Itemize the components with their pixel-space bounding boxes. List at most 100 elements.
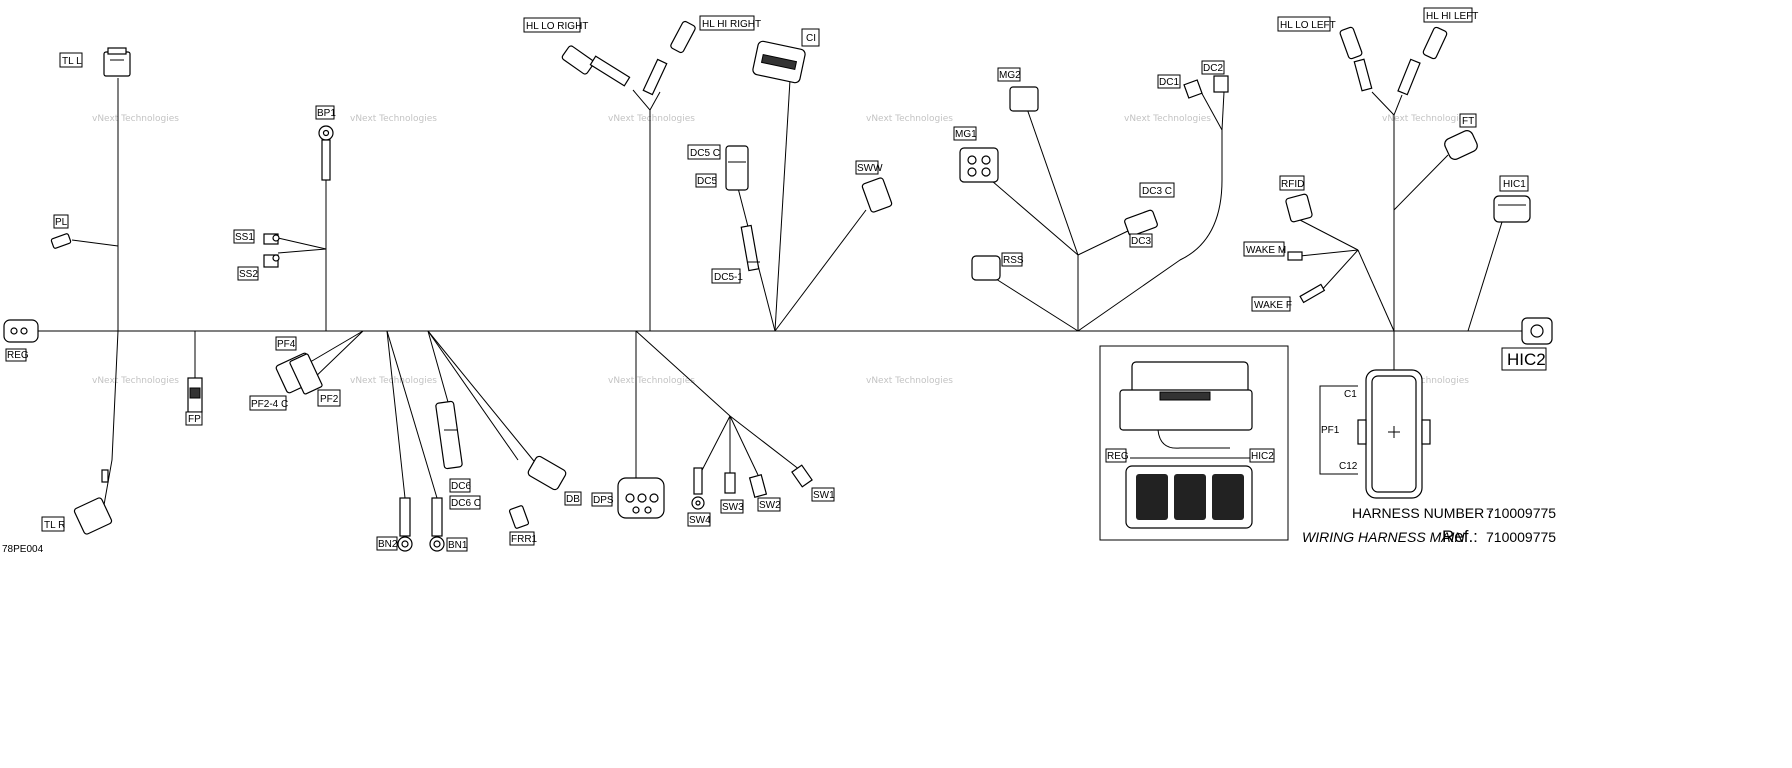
pl-connector[interactable] [50, 233, 72, 249]
connectors [3, 20, 1553, 552]
label-sw2: SW2 [759, 500, 781, 511]
pf1-bracket [1319, 385, 1358, 475]
reg-connector[interactable] [3, 319, 39, 343]
wire-dc6 [427, 330, 449, 403]
label-bp1: BP1 [317, 108, 336, 119]
label-dc1: DC1 [1159, 77, 1179, 88]
rss-connector[interactable] [971, 255, 1001, 281]
rfid-connector[interactable] [1285, 193, 1313, 223]
label-ci: CI [806, 33, 816, 44]
dc6-connector[interactable] [435, 400, 463, 470]
label-dc2: DC2 [1203, 63, 1223, 74]
watermark: vNext Technologies [92, 114, 179, 124]
label-wake-m: WAKE M [1246, 245, 1286, 256]
wire-sw [635, 330, 731, 417]
frr1-connector[interactable] [508, 505, 530, 529]
dc5-connector[interactable] [725, 145, 760, 272]
bp1-terminal[interactable] [318, 125, 334, 181]
label-c1: C1 [1344, 389, 1357, 400]
harness-info: HARNESS NUMBER : 710009775 WIRING HARNES… [1302, 505, 1556, 546]
hl-hi-left-connector[interactable] [1397, 26, 1448, 96]
watermark: vNext Technologies [866, 376, 953, 386]
label-mg1: MG1 [955, 129, 977, 140]
label-c12: C12 [1339, 461, 1358, 472]
ref-label: Ref.: [1442, 527, 1478, 546]
label-rfid: RFID [1281, 179, 1304, 190]
label-dc5c: DC5 C [690, 148, 720, 159]
bn2-terminal[interactable] [397, 497, 413, 552]
wire-rfid-trunk [1357, 249, 1395, 332]
label-hl-hi-left: HL HI LEFT [1426, 11, 1478, 22]
label-hl-lo-left: HL LO LEFT [1280, 20, 1336, 31]
dc2-connector[interactable] [1213, 75, 1229, 93]
sw4-terminal[interactable] [691, 467, 705, 510]
mg2-connector[interactable] [1009, 86, 1039, 112]
label-pl: PL [55, 217, 68, 228]
hl-lo-left-connector[interactable] [1339, 26, 1373, 92]
wire-db [427, 330, 539, 467]
label-ss1: SS1 [235, 232, 254, 243]
mg1-connector[interactable] [959, 147, 999, 183]
hic1-connector[interactable] [1493, 195, 1531, 223]
ss2-connector[interactable] [263, 254, 280, 268]
watermark: vNext Technologies [350, 376, 437, 386]
ss1-connector[interactable] [263, 233, 280, 245]
sw2-terminal[interactable] [748, 474, 768, 498]
hl-hi-right-connector[interactable] [642, 20, 696, 96]
wire-pf2 [309, 330, 364, 383]
label-pf1: PF1 [1321, 425, 1340, 436]
wire-hl-lo-left [1371, 91, 1395, 331]
harness-number-value: 710009775 [1486, 505, 1556, 521]
wire-hic1 [1467, 221, 1503, 332]
label-pf2: PF2 [320, 394, 339, 405]
label-pf4: PF4 [277, 339, 296, 350]
label-pf2-4c: PF2-4 C [251, 399, 288, 410]
bn1-terminal[interactable] [429, 497, 445, 552]
label-sww: SWW [857, 163, 883, 174]
harness-number-label: HARNESS NUMBER : [1352, 505, 1492, 521]
wire-bn2 [386, 330, 406, 499]
hic2-connector[interactable] [1521, 317, 1553, 345]
dc3-connector[interactable] [1124, 209, 1158, 237]
figure-code: 78PE004 [2, 544, 44, 555]
wire-sw2 [729, 415, 759, 476]
fp-connector[interactable] [187, 377, 203, 413]
label-dc5-1: DC5-1 [714, 272, 743, 283]
wake-f-terminal[interactable] [1299, 283, 1326, 304]
wire-ss2 [277, 248, 327, 254]
hl-lo-right-connector[interactable] [561, 45, 631, 87]
label-reg: REG [7, 350, 29, 361]
label-dc6c: DC6 C [451, 498, 481, 509]
wire-sw1 [729, 415, 801, 471]
tl-r-connector[interactable] [73, 469, 113, 535]
watermark: vNext Technologies [1382, 376, 1469, 386]
wire-wake-m [1299, 249, 1359, 257]
ci-connector[interactable] [752, 40, 806, 84]
label-hl-lo-right: HL LO RIGHT [526, 21, 588, 32]
label-wake-f: WAKE F [1254, 300, 1292, 311]
db-connector[interactable] [527, 455, 567, 491]
watermark: vNext Technologies [866, 114, 953, 124]
wiring-harness-label: WIRING HARNESS MAIN [1302, 529, 1465, 545]
dc1-connector[interactable] [1183, 79, 1203, 99]
pf1-connector[interactable] [1357, 369, 1431, 499]
label-tl-r: TL R [44, 520, 65, 531]
label-dc6: DC6 [451, 481, 471, 492]
sww-connector[interactable] [861, 177, 893, 213]
wire-frr1 [427, 330, 519, 461]
pf-connector[interactable] [275, 352, 323, 395]
label-ft: FT [1462, 116, 1474, 127]
sw3-terminal[interactable] [724, 472, 736, 494]
ft-connector[interactable] [1443, 129, 1479, 162]
label-ss2: SS2 [239, 269, 258, 280]
watermark: vNext Technologies [608, 114, 695, 124]
sw1-terminal[interactable] [791, 464, 813, 488]
wire-dc1 [1077, 89, 1223, 332]
tl-l-connector[interactable] [103, 47, 131, 77]
label-dps: DPS [593, 495, 614, 506]
wake-m-terminal[interactable] [1287, 251, 1303, 261]
label-frr1: FRR1 [511, 534, 538, 545]
watermark: vNext Technologies [350, 114, 437, 124]
dps-connector[interactable] [617, 477, 665, 519]
